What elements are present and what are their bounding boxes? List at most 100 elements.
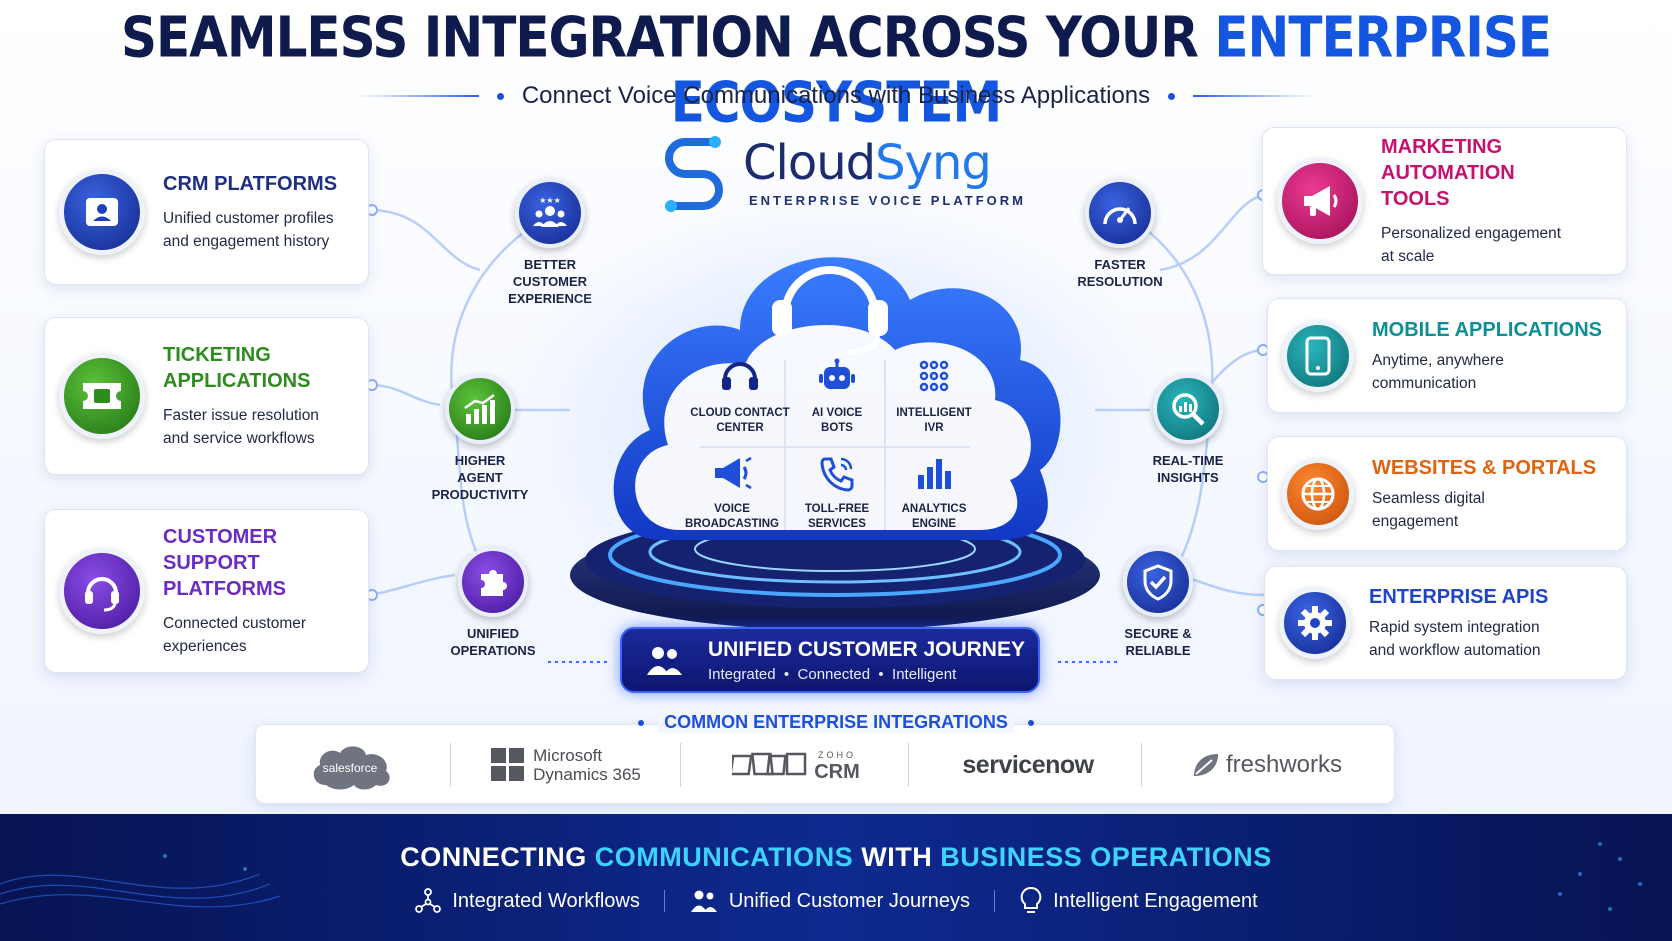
journey-tag: Integrated — [708, 665, 776, 683]
ms-line2: Dynamics 365 — [533, 765, 641, 784]
service-label-line: CENTER — [716, 422, 764, 434]
footer-item-label: Unified Customer Journeys — [728, 889, 971, 912]
footer-item-journeys: Unified Customer Journeys — [689, 888, 970, 914]
salesforce-logo[interactable]: salesforce — [296, 725, 406, 805]
journey-tag: Connected — [797, 665, 871, 683]
subtitle-line-right — [1193, 95, 1314, 97]
service-label-line: CLOUD CONTACT — [690, 407, 790, 419]
integrations-title: COMMON ENTERPRISE INTEGRATIONS — [658, 712, 1014, 733]
headset-icon — [59, 548, 145, 634]
footer-title: CONNECTING COMMUNICATIONS WITH BUSINESS … — [0, 842, 1672, 873]
page-title: SEAMLESS INTEGRATION ACROSS YOUR ENTERPR… — [0, 5, 1672, 135]
service-cloud-contact-center[interactable]: CLOUD CONTACT CENTER — [690, 357, 790, 436]
benefit-label-line: SECURE & — [1124, 626, 1192, 641]
service-label-line: IVR — [924, 422, 944, 434]
integrations-divider — [1141, 743, 1142, 787]
puzzle-icon — [458, 547, 528, 617]
card-title-line: TOOLS — [1381, 188, 1450, 210]
phone-icon — [820, 457, 854, 492]
salesforce-text: salesforce — [323, 761, 378, 775]
integrations-divider — [450, 743, 451, 787]
keypad-icon — [919, 360, 949, 392]
benefit-label-line: HIGHER — [454, 453, 506, 468]
service-label-line: BOTS — [821, 422, 853, 434]
servicenow-text: servicenow — [962, 750, 1094, 779]
footer-title-part: CONNECTING — [400, 842, 587, 872]
magnifier-chart-icon — [1153, 374, 1223, 444]
freshworks-logo[interactable]: freshworks — [1166, 725, 1366, 805]
card-desc-line: and service workflows — [163, 430, 315, 447]
bar-chart-icon — [918, 459, 951, 489]
integrations-title-row: COMMON ENTERPRISE INTEGRATIONS — [0, 712, 1672, 733]
footer-title-part: BUSINESS OPERATIONS — [940, 842, 1272, 872]
card-desc-line: Unified customer profiles — [163, 210, 334, 227]
card-desc-line: Faster issue resolution — [163, 407, 319, 424]
subtitle-line-left — [358, 95, 479, 97]
ticket-icon — [59, 353, 145, 439]
megaphone-icon — [1277, 158, 1363, 244]
shield-check-icon — [1123, 547, 1193, 617]
service-label-line: VOICE — [714, 503, 750, 515]
card-title: ENTERPRISE APIS — [1369, 586, 1549, 608]
service-label-line: INTELLIGENT — [896, 407, 972, 419]
footer-title-part: WITH — [861, 842, 933, 872]
smartphone-icon — [1282, 319, 1354, 392]
zoho-big: CRM — [814, 761, 860, 783]
service-label-line: ANALYTICS — [901, 503, 967, 515]
card-title: WEBSITES & PORTALS — [1372, 456, 1597, 479]
headset-icon — [722, 362, 758, 390]
card-desc-line: Anytime, anywhere — [1372, 351, 1504, 369]
card-desc-line: experiences — [163, 638, 247, 655]
benefit-label-line: INSIGHTS — [1157, 470, 1219, 485]
service-label-line: TOLL-FREE — [804, 503, 870, 515]
card-title: MOBILE APPLICATIONS — [1372, 318, 1602, 341]
title-part-1: SEAMLESS INTEGRATION ACROSS YOUR — [120, 5, 1199, 70]
integrations-divider — [680, 743, 681, 787]
service-ai-voice-bots[interactable]: AI VOICE BOTS — [787, 357, 887, 436]
team-stars-icon: ★★★ — [515, 178, 585, 248]
card-title-line: TICKETING — [163, 344, 271, 366]
service-label-line: AI VOICE — [811, 407, 863, 419]
footer-item-label: Integrated Workflows — [452, 889, 640, 912]
benefit-label-line: OPERATIONS — [450, 643, 536, 658]
service-intelligent-ivr[interactable]: INTELLIGENT IVR — [884, 357, 984, 436]
footer-item-workflows: Integrated Workflows — [414, 887, 640, 915]
brand-name-part-1: Cloud — [743, 134, 876, 191]
integrations-divider — [908, 743, 909, 787]
integrations-title-dot — [1027, 719, 1034, 726]
benefit-secure-reliable: SECURE &RELIABLE — [1108, 547, 1208, 659]
card-title-line: PLATFORMS — [163, 578, 286, 600]
card-desc-line: communication — [1372, 374, 1477, 392]
card-enterprise-apis[interactable]: ENTERPRISE APIS Rapid system integration… — [1264, 566, 1627, 680]
gear-icon — [1279, 587, 1351, 659]
servicenow-logo[interactable]: servicenow — [928, 725, 1128, 805]
journey-title: UNIFIED CUSTOMER JOURNEY — [708, 637, 1025, 661]
card-mobile-applications[interactable]: MOBILE APPLICATIONS Anytime, anywhere com… — [1267, 298, 1627, 413]
footer-wave-decoration — [0, 842, 1642, 911]
journey-tag: Intelligent — [892, 665, 957, 683]
brand-name: CloudSyng — [743, 135, 1026, 191]
footer-banner: CONNECTING COMMUNICATIONS WITH BUSINESS … — [0, 814, 1672, 941]
network-icon — [415, 888, 442, 913]
megaphone-icon — [715, 456, 752, 490]
cloudsyng-logo-icon — [665, 136, 723, 212]
benefit-label-line: FASTER — [1094, 257, 1146, 272]
subtitle: Connect Voice Communications with Busine… — [521, 82, 1151, 109]
journey-bullet: • — [878, 665, 884, 683]
benefit-label-line: PRODUCTIVITY — [431, 487, 529, 502]
card-title-line: CUSTOMER SUPPORT — [163, 526, 278, 574]
journey-bullet: • — [783, 665, 790, 683]
